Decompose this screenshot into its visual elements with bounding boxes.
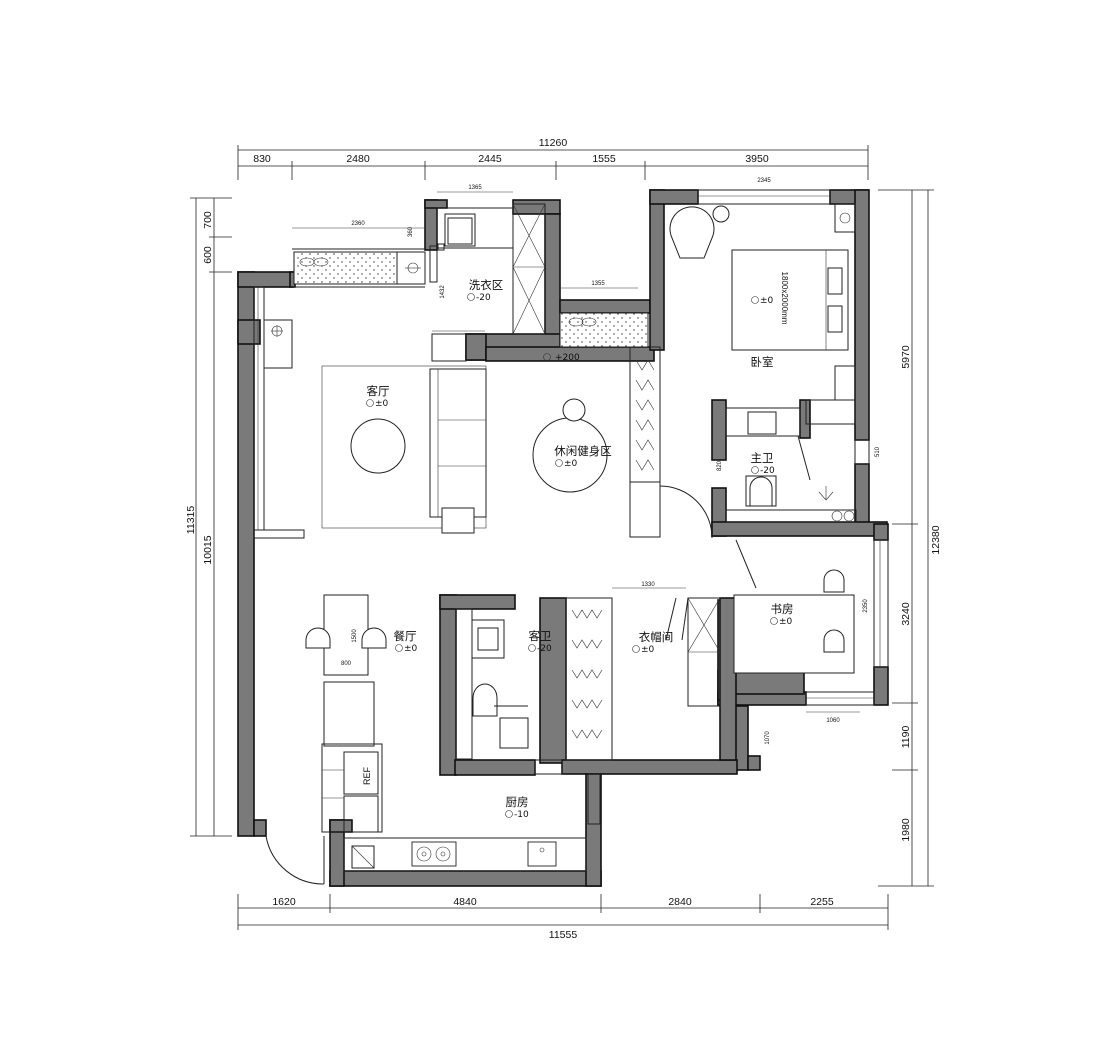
room-level-master-bath: -20	[760, 466, 775, 476]
room-name-master-bath: 主卫	[751, 451, 774, 465]
dim-laundry-depth: 1432	[440, 285, 446, 299]
dim-top-3: 2445	[478, 153, 502, 165]
dimension-right: 5970 3240 1190 1980 12380	[878, 189, 942, 887]
room-labels: 客厅 ±0 休闲健身区 ±0 洗衣区 -20 卧室 ±0 +200 主卫 -20…	[362, 272, 794, 820]
room-level-study: ±0	[779, 617, 793, 627]
bed-size-label: 1800x2000mm	[780, 272, 789, 325]
study-furniture	[687, 569, 855, 707]
room-name-closet: 衣帽间	[639, 630, 674, 644]
dim-bottom-1: 1620	[272, 896, 296, 908]
dim-bottom-total: 11555	[549, 929, 578, 941]
bedroom-level: ±0	[760, 296, 774, 306]
door-swings	[265, 485, 757, 885]
room-level-fitness: ±0	[564, 459, 578, 469]
dim-right-3: 1190	[900, 726, 912, 749]
dim-top-total: 11260	[539, 137, 568, 149]
dim-closet-width: 1330	[641, 582, 655, 588]
room-name-guest-bath: 客卫	[529, 629, 552, 643]
bedroom-furniture	[669, 203, 856, 425]
laundry-area	[429, 203, 546, 362]
dim-table-depth: 1500	[352, 629, 358, 643]
dim-bedroom-window: 2345	[757, 178, 771, 184]
room-level-guest-bath: -20	[537, 644, 552, 654]
dim-corridor-opening: 1355	[591, 281, 605, 287]
room-name-fitness: 休闲健身区	[554, 444, 612, 458]
dim-master-bath-depth: 820	[717, 460, 723, 471]
dim-bottom-2: 4840	[453, 896, 477, 908]
room-level-kitchen: -10	[514, 810, 529, 820]
master-bath-fixtures	[725, 407, 857, 523]
small-dimensions: 1365 2360 360 1432 1355 2345 510 820 133…	[292, 178, 881, 745]
dim-bottom-4: 2255	[810, 896, 834, 908]
dim-left-3: 10015	[202, 535, 214, 564]
dim-study-window: 2350	[863, 599, 869, 613]
dim-right-1: 5970	[900, 345, 912, 369]
corridor-level: +200	[555, 353, 580, 363]
corridor-planter	[559, 312, 661, 538]
room-level-living: ±0	[375, 399, 389, 409]
dim-top-5: 3950	[745, 153, 769, 165]
dim-top-2: 2480	[346, 153, 370, 165]
fridge-label: REF	[362, 766, 372, 785]
dim-balcony-width: 2360	[351, 221, 365, 227]
dining-furniture	[305, 594, 387, 747]
walls	[237, 189, 889, 887]
dim-table-width: 800	[341, 661, 352, 667]
dim-top-4: 1555	[592, 153, 616, 165]
dim-study-bottom: 1060	[826, 718, 840, 724]
balcony-area	[263, 248, 426, 369]
room-level-closet: ±0	[641, 645, 655, 655]
closet-furniture	[565, 597, 613, 761]
dim-right-total: 12380	[930, 525, 942, 554]
room-name-study: 书房	[771, 602, 794, 616]
guest-bath-fixtures	[455, 608, 563, 775]
dimension-left: 11315 700 600 10015	[185, 197, 232, 837]
dim-balcony-depth: 360	[408, 226, 414, 237]
dim-right-4: 1980	[900, 818, 912, 842]
dim-study-side: 1070	[765, 731, 771, 745]
windows	[253, 189, 889, 825]
room-name-dining: 餐厅	[394, 629, 417, 643]
dim-left-1: 700	[202, 211, 214, 229]
dim-left-2: 600	[202, 246, 214, 264]
dim-laundry-width: 1365	[468, 185, 482, 191]
room-name-bedroom: 卧室	[751, 355, 774, 369]
dimension-bottom: 1620 4840 2840 2255 11555	[237, 894, 889, 941]
dim-left-outer: 11315	[185, 506, 197, 535]
room-name-laundry: 洗衣区	[469, 278, 504, 292]
dim-bottom-3: 2840	[668, 896, 692, 908]
dimension-top: 11260 830 2480 2445 1555 3950	[237, 137, 869, 180]
room-name-living: 客厅	[367, 384, 390, 398]
living-room-furniture	[321, 365, 608, 534]
room-level-dining: ±0	[404, 644, 418, 654]
room-name-kitchen: 厨房	[506, 795, 529, 809]
dim-master-bath: 510	[875, 446, 881, 457]
room-level-laundry: -20	[476, 293, 491, 303]
kitchen-fixtures	[321, 743, 587, 872]
dim-top-1: 830	[253, 153, 271, 165]
dim-right-2: 3240	[900, 602, 912, 626]
